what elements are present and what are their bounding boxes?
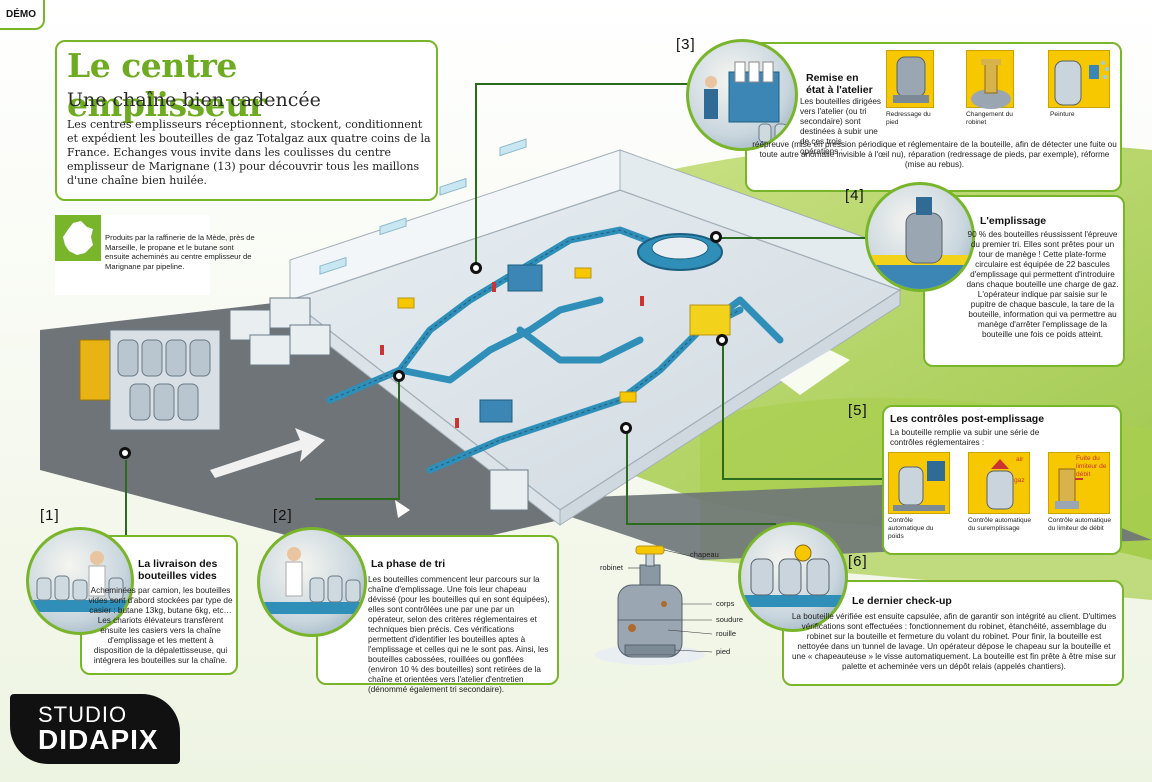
thumb-valve-change-caption: Changement du robinet — [966, 111, 1013, 126]
step-3-title: Remise en état à l'atelier — [806, 72, 873, 96]
step-2-number: [2] — [273, 507, 293, 524]
bottle-label-chapeau: chapeau — [690, 550, 719, 559]
marker-step-2 — [393, 370, 405, 382]
page-title: Le centre emplisseur — [67, 46, 266, 124]
page-subtitle: Une chaîne bien cadencée — [67, 89, 321, 111]
title-panel: Le centre emplisseur Une chaîne bien cad… — [55, 40, 438, 201]
connector-line-4 — [720, 237, 870, 239]
step-4-text: 90 % des bouteilles réussissent l'épreuv… — [966, 230, 1119, 339]
france-map-icon — [55, 215, 101, 261]
label-gas: gaz — [1014, 477, 1025, 484]
section-tag-label: DÉMO — [6, 9, 36, 20]
bottle-label-rouille: rouille — [716, 629, 737, 638]
step-5-number: [5] — [848, 402, 868, 419]
thumb-painting — [1048, 50, 1110, 108]
step-3-illustration — [686, 39, 798, 151]
bottle-label-robinet: robinet — [600, 563, 623, 572]
step-6-text: La bouteille vérifiée est ensuite capsul… — [791, 612, 1117, 671]
thumb-foot-repair-caption: Redressage du pied — [886, 111, 931, 126]
step-2-text: Les bouteilles commencent leur parcours … — [368, 575, 550, 694]
section-tag: DÉMO — [0, 0, 45, 30]
marker-step-6 — [620, 422, 632, 434]
step-1-number: [1] — [40, 507, 60, 524]
marker-step-5 — [716, 334, 728, 346]
step-4-title: L'emplissage — [980, 215, 1047, 227]
step-1-text: Acheminées par camion, les bouteilles vi… — [88, 586, 233, 665]
connector-line-5b — [722, 478, 882, 480]
step-3-number: [3] — [676, 36, 696, 53]
step-5-text: La bouteille remplie va subir une série … — [890, 428, 1040, 447]
connector-line-3b — [475, 83, 693, 85]
thumb-flow-limiter-check-caption: Contrôle automatique du limiteur de débi… — [1048, 517, 1112, 532]
connector-line-6 — [626, 430, 628, 525]
bottle-label-soudure: soudure — [716, 615, 744, 624]
thumb-overfill-check — [968, 452, 1030, 514]
thumb-flow-limiter-check — [1048, 452, 1110, 514]
france-note-text: Produits par la raffinerie de la Mède, p… — [105, 233, 255, 271]
connector-line-6b — [626, 523, 776, 525]
label-air: air — [1016, 456, 1024, 463]
thumb-overfill-check-caption: Contrôle automatique du suremplissage — [968, 517, 1032, 532]
marker-step-3 — [470, 262, 482, 274]
step-6-number: [6] — [848, 553, 868, 570]
studio-logo: STUDIO DIDAPIX — [10, 694, 180, 764]
step-4-number: [4] — [845, 187, 865, 204]
step-4-illustration — [865, 182, 975, 292]
step-1-title: La livraison des bouteilles vides — [138, 558, 218, 582]
marker-step-4 — [710, 231, 722, 243]
connector-line-2 — [398, 378, 400, 500]
step-2-illustration — [257, 527, 367, 637]
connector-line-3 — [475, 83, 477, 268]
logo-line-2: DIDAPIX — [38, 724, 159, 755]
bottle-label-corps: corps — [716, 599, 735, 608]
thumb-painting-caption: Peinture — [1050, 111, 1075, 118]
logo-line-1: STUDIO — [38, 702, 128, 727]
france-note: Produits par la raffinerie de la Mède, p… — [55, 215, 255, 295]
marker-step-1 — [119, 447, 131, 459]
step-3-text-2: réépreuve (mise en pression périodique e… — [752, 140, 1117, 169]
thumb-weight-check-caption: Contrôle automatique du poids — [888, 517, 934, 540]
step-1-illustration — [26, 527, 134, 635]
step-6-title: Le dernier check-up — [852, 595, 952, 607]
step-6-illustration — [738, 522, 848, 632]
thumb-weight-check — [888, 452, 950, 514]
thumb-valve-change — [966, 50, 1014, 109]
step-5-title: Les contrôles post-emplissage — [890, 413, 1045, 425]
connector-line-1 — [125, 460, 127, 535]
thumb-foot-repair — [886, 50, 934, 108]
bottle-label-pied: pied — [716, 647, 731, 656]
intro-text: Les centres emplisseurs réceptionnent, s… — [67, 118, 431, 187]
connector-line-2b — [315, 498, 400, 500]
step-2-title: La phase de tri — [371, 558, 446, 570]
connector-line-5 — [722, 340, 724, 480]
label-flow-limiter-leak: Fuite du limiteur de débit — [1076, 455, 1107, 478]
step-3-text: Les bouteilles dirigées vers l'atelier (… — [800, 97, 882, 156]
